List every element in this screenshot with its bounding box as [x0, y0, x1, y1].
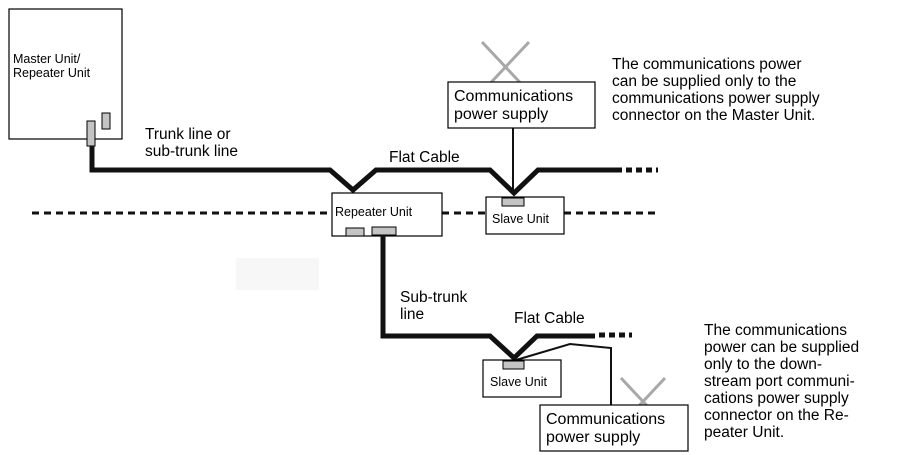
comm-power-supply-label-1: Communications power supply — [454, 88, 574, 123]
flat-cable-label-2: Flat Cable — [514, 310, 585, 327]
slave-unit-box-1 — [485, 196, 565, 235]
master-unit-label: Master Unit/ Repeater Unit — [13, 52, 91, 80]
note-master-unit: The communications power can be supplied… — [612, 56, 820, 125]
slave-unit-box-2 — [482, 359, 562, 398]
slave-connector-1 — [501, 197, 525, 207]
repeater-connector-2 — [371, 226, 397, 236]
trunk-line-label: Trunk line or sub-trunk line — [145, 126, 239, 161]
comm-power-supply-box-1 — [447, 81, 596, 129]
slave-unit-label-2: Slave Unit — [490, 375, 547, 389]
comm-power-supply-box-2 — [539, 404, 689, 452]
background-patch — [236, 258, 319, 290]
master-connector-1 — [86, 120, 96, 147]
slave-unit-label-1: Slave Unit — [492, 212, 549, 226]
trunk-cable — [89, 146, 622, 197]
repeater-unit-label: Repeater Unit — [335, 205, 413, 219]
repeater-connector-1 — [345, 227, 365, 237]
comm-power-supply-label-2: Communications power supply — [546, 411, 666, 446]
master-connector-2 — [101, 112, 111, 130]
sub-trunk-line-label: Sub-trunk line — [400, 289, 468, 324]
slave-connector-2 — [502, 360, 525, 370]
power-supply-line-2 — [515, 342, 612, 405]
note-repeater-unit: The communications power can be supplied… — [704, 322, 860, 442]
flat-cable-label-1: Flat Cable — [389, 149, 460, 166]
sub-trunk-cable — [380, 235, 595, 362]
